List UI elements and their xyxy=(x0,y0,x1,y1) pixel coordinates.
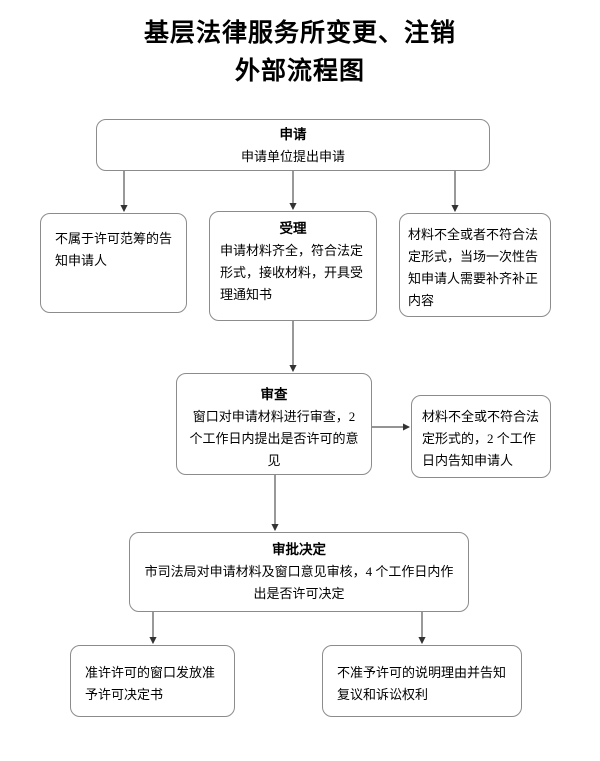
node-accept-body: 申请材料齐全，符合法定形式，接收材料，开具受理通知书 xyxy=(220,243,364,302)
node-approval-decision-header: 审批决定 xyxy=(272,542,326,557)
node-out-of-scope[interactable]: 不属于许可范筹的告知申请人 xyxy=(40,213,187,313)
page-title: 基层法律服务所变更、注销 外部流程图 xyxy=(0,14,600,90)
node-apply[interactable]: 申请 申请单位提出申请 xyxy=(96,119,490,171)
node-review-incomplete[interactable]: 材料不全或不符合法定形式的，2 个工作日内告知申请人 xyxy=(411,395,551,478)
node-rejected-body: 不准予许可的说明理由并告知复议和诉讼权利 xyxy=(337,665,507,702)
node-apply-header: 申请 xyxy=(279,127,307,142)
node-review-incomplete-body: 材料不全或不符合法定形式的，2 个工作日内告知申请人 xyxy=(422,409,540,468)
node-approval-decision-body: 市司法局对申请材料及窗口意见审核，4 个工作日内作出是否许可决定 xyxy=(144,564,454,601)
node-rejected[interactable]: 不准予许可的说明理由并告知复议和诉讼权利 xyxy=(322,645,522,717)
node-review-header: 审查 xyxy=(260,387,288,402)
node-accept-header: 受理 xyxy=(279,221,307,236)
node-incomplete-materials[interactable]: 材料不全或者不符合法定形式，当场一次性告知申请人需要补齐补正内容 xyxy=(399,213,551,317)
node-out-of-scope-body: 不属于许可范筹的告知申请人 xyxy=(55,231,173,268)
title-line-1: 基层法律服务所变更、注销 xyxy=(143,19,456,47)
node-review[interactable]: 审查 窗口对申请材料进行审查，2 个工作日内提出是否许可的意见 xyxy=(176,373,372,475)
title-line-2: 外部流程图 xyxy=(234,57,365,85)
node-apply-body: 申请单位提出申请 xyxy=(240,149,345,164)
node-review-body: 窗口对申请材料进行审查，2 个工作日内提出是否许可的意见 xyxy=(189,409,359,468)
node-accept[interactable]: 受理 申请材料齐全，符合法定形式，接收材料，开具受理通知书 xyxy=(209,211,377,321)
node-approval-decision[interactable]: 审批决定 市司法局对申请材料及窗口意见审核，4 个工作日内作出是否许可决定 xyxy=(129,532,469,612)
node-incomplete-materials-body: 材料不全或者不符合法定形式，当场一次性告知申请人需要补齐补正内容 xyxy=(408,227,539,308)
node-approved[interactable]: 准许许可的窗口发放准予许可决定书 xyxy=(70,645,235,717)
node-approved-body: 准许许可的窗口发放准予许可决定书 xyxy=(85,665,216,702)
